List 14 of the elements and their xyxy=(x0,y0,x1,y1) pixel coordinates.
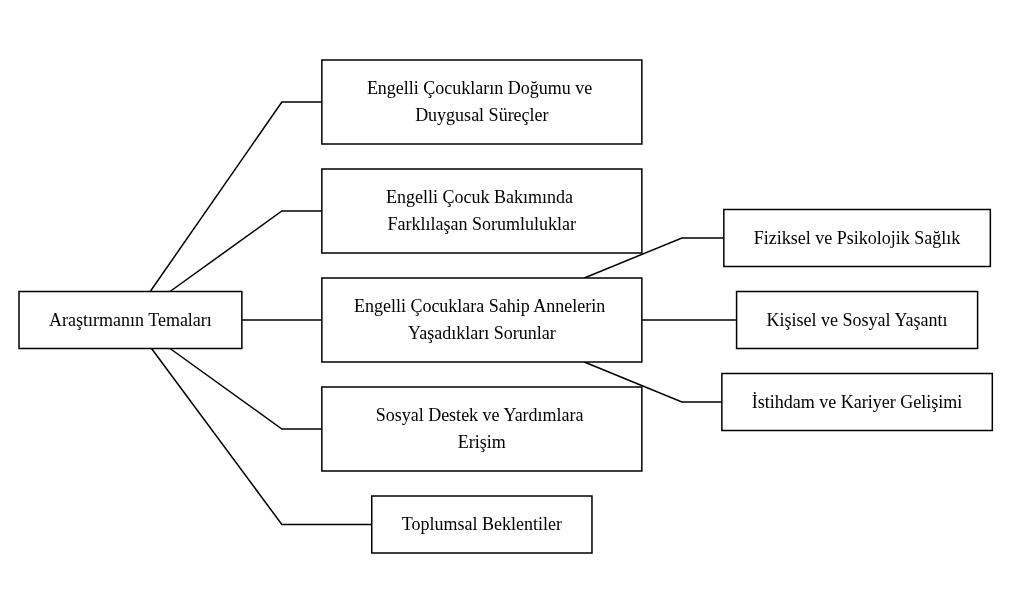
node-box: Engelli Çocukların Doğumu ve Duygusal Süreçler xyxy=(321,58,643,145)
node-box: Toplumsal Beklentiler xyxy=(371,494,594,554)
connector xyxy=(149,100,323,292)
node-box: Fiziksel ve Psikolojik Sağlık xyxy=(723,208,992,267)
node-box: İstihdam ve Kariyer Gelişimi xyxy=(721,372,994,431)
node-box: Kişisel ve Sosyal Yaşantı xyxy=(736,290,979,349)
connector xyxy=(151,347,373,525)
connector xyxy=(583,360,723,403)
node-box: Araştırmanın Temaları xyxy=(18,290,243,349)
node-box: Sosyal Destek ve Yardımlara Erişim xyxy=(321,385,643,472)
node-box: Engelli Çocuklara Sahip Annelerin Yaşadıkları Sorunlar xyxy=(321,276,643,363)
connector xyxy=(169,209,323,292)
node-box: Engelli Çocuk Bakımında Farklılaşan Sorumluluklar xyxy=(321,167,643,254)
connector xyxy=(169,347,323,430)
